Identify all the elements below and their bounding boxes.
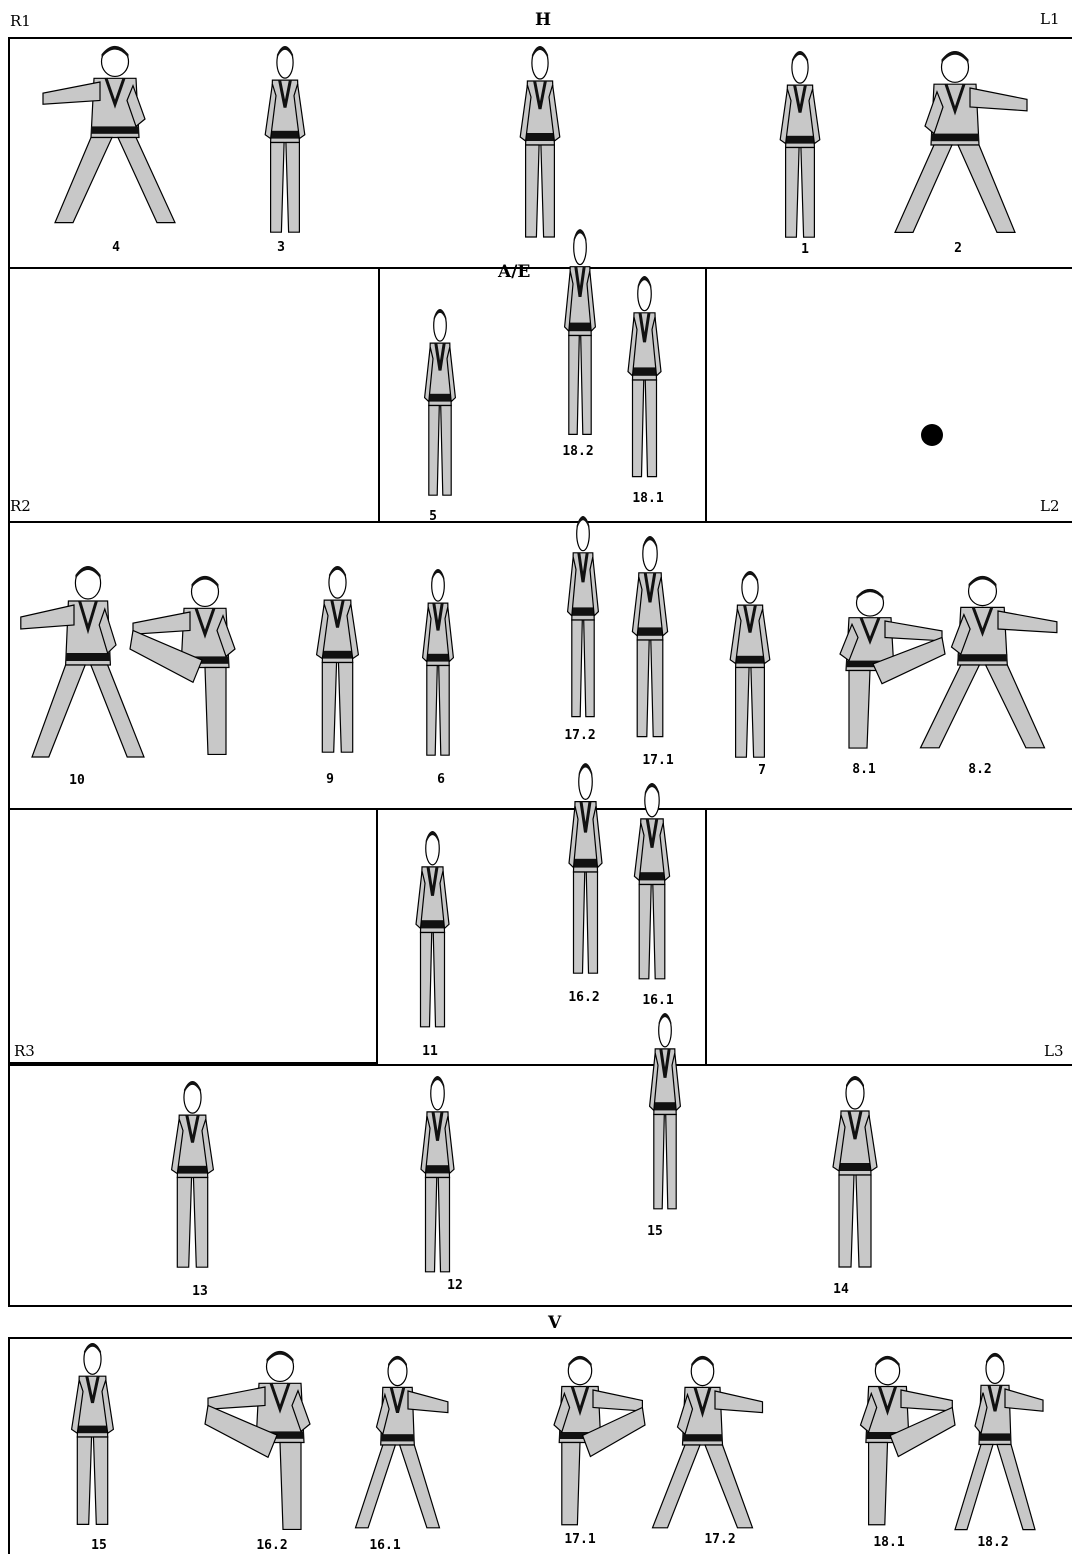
- fig-14: [805, 1075, 905, 1275]
- step-13: 13: [192, 1284, 208, 1299]
- fig-9-kick: [130, 575, 280, 760]
- upper-right-box: [705, 267, 1072, 523]
- step-4: 4: [112, 240, 120, 255]
- seq-fig-16-2: [205, 1350, 355, 1535]
- label-v: V: [548, 1313, 561, 1333]
- seq-step-18-1: 18.1: [873, 1535, 904, 1550]
- step-8-1: 8.1: [852, 762, 875, 777]
- lower-right-box: [705, 808, 1072, 1066]
- upper-left-box: [8, 267, 380, 523]
- fig-13: [145, 1080, 240, 1275]
- fig-h: [495, 45, 585, 245]
- fig-12: [400, 1075, 475, 1280]
- step-18-2: 18.2: [562, 444, 593, 459]
- fig-2: [880, 50, 1030, 240]
- step-15: 15: [647, 1224, 663, 1239]
- step-3: 3: [277, 240, 285, 255]
- step-11: 11: [422, 1044, 438, 1059]
- fig-18-1: [607, 275, 682, 485]
- step-8-2: 8.2: [968, 762, 991, 777]
- fig-17-1: [610, 535, 690, 745]
- fig-4: [40, 45, 190, 230]
- seq-step-16-1: 16.1: [369, 1538, 400, 1553]
- seq-step-15: 15: [91, 1538, 107, 1553]
- seq-fig-17-1: [515, 1355, 645, 1530]
- step-17-2: 17.2: [564, 728, 595, 743]
- seq-fig-18-2: [945, 1352, 1045, 1537]
- step-12: 12: [447, 1278, 463, 1293]
- fig-11: [395, 830, 470, 1035]
- fig-7: [705, 570, 795, 765]
- label-h: H: [535, 10, 551, 30]
- step-18-1: 18.1: [632, 491, 663, 506]
- label-l3: L3: [1044, 1042, 1064, 1060]
- label-r2: R2: [10, 497, 31, 515]
- fig-1: [755, 50, 845, 245]
- seq-fig-18-1: [820, 1355, 955, 1530]
- fig-3: [240, 45, 330, 240]
- step-7: 7: [758, 763, 766, 778]
- label-r3: R3: [14, 1042, 35, 1060]
- step-10: 10: [69, 773, 85, 788]
- step-5: 5: [429, 509, 437, 524]
- label-r1: R1: [10, 12, 31, 30]
- step-6: 6: [437, 772, 445, 787]
- fig-16-1: [612, 782, 692, 987]
- fig-18-2: [545, 228, 615, 443]
- label-l2: L2: [1040, 497, 1060, 515]
- seq-step-17-1: 17.1: [564, 1532, 595, 1547]
- seq-fig-17-2: [640, 1355, 765, 1535]
- fig-9: [290, 565, 385, 760]
- step-16-2: 16.2: [568, 990, 599, 1005]
- step-14: 14: [833, 1282, 849, 1297]
- fig-8-2: [905, 575, 1060, 755]
- step-9: 9: [326, 772, 334, 787]
- fig-5: [405, 308, 475, 503]
- fig-6: [403, 568, 473, 763]
- seq-step-18-2: 18.2: [977, 1535, 1008, 1550]
- seq-step-16-2: 16.2: [256, 1538, 287, 1553]
- fig-15: [630, 1012, 700, 1217]
- starting-point-dot: [921, 424, 943, 446]
- seq-fig-15: [45, 1342, 140, 1532]
- fig-17-2: [548, 515, 618, 725]
- step-17-1: 17.1: [642, 753, 673, 768]
- seq-fig-16-1: [345, 1355, 450, 1535]
- label-l1: L1: [1040, 10, 1060, 28]
- step-16-1: 16.1: [642, 993, 673, 1008]
- lower-left-box: [8, 808, 378, 1064]
- label-ae: A/E: [498, 262, 530, 282]
- step-2: 2: [954, 241, 962, 256]
